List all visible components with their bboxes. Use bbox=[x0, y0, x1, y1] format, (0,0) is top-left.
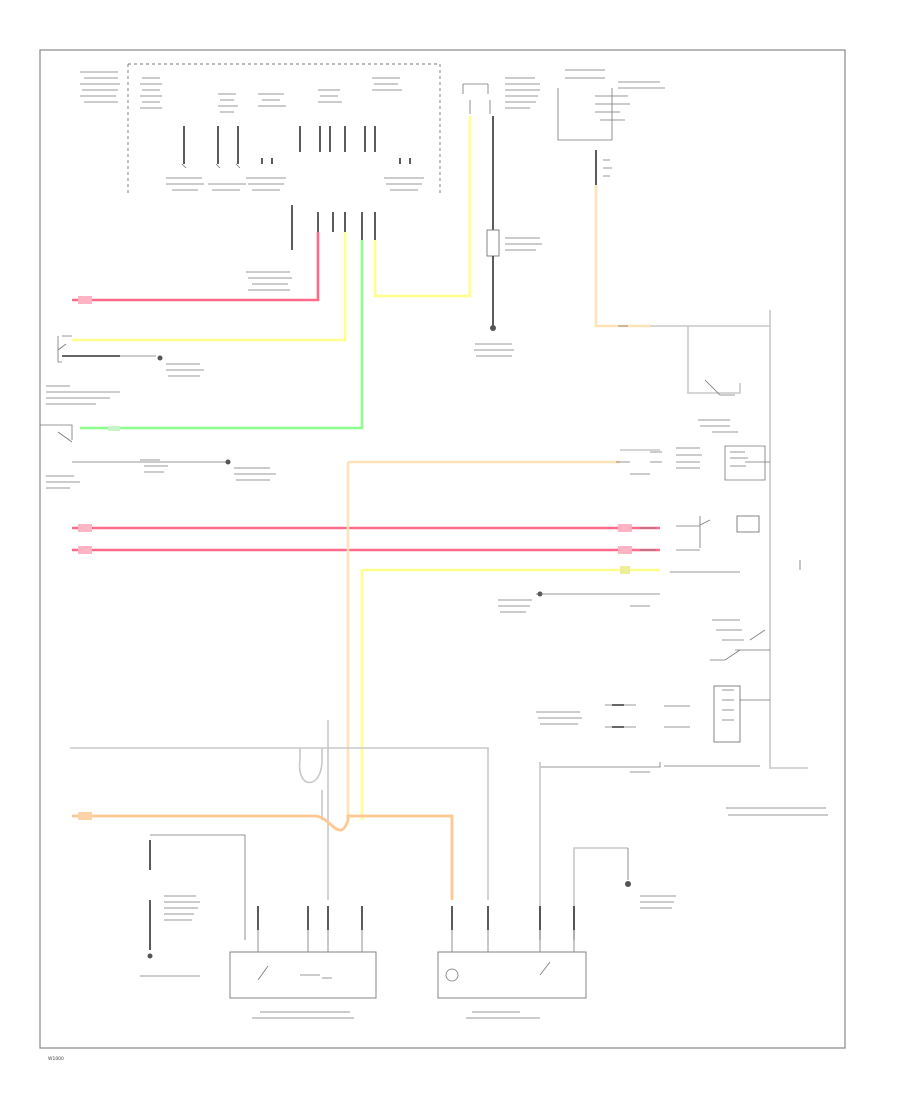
left-switches bbox=[40, 335, 276, 489]
wire-pink-module bbox=[72, 232, 320, 302]
wire-orange-top-right bbox=[594, 185, 650, 328]
diagram-frame bbox=[39, 49, 846, 1049]
connector-cluster bbox=[246, 205, 376, 291]
figure-code: W1000 bbox=[48, 1056, 64, 1062]
passenger-door-switch bbox=[229, 906, 377, 1019]
bottom-left-ground bbox=[140, 834, 246, 977]
wire-orange-bottom bbox=[72, 814, 454, 900]
right-side-module bbox=[698, 310, 828, 816]
wire-orange-middle bbox=[346, 460, 620, 820]
module-label-lines bbox=[80, 71, 402, 113]
connector-markers bbox=[78, 296, 632, 820]
top-left-module bbox=[80, 63, 441, 195]
wire-gray-upper bbox=[70, 747, 489, 900]
rear-door-switch bbox=[437, 906, 587, 1019]
top-right-relay bbox=[557, 69, 665, 185]
wire-yellow-left bbox=[72, 232, 347, 342]
bottom-right-ground bbox=[625, 848, 676, 909]
wire-yellow-center bbox=[373, 116, 472, 298]
wire-green bbox=[80, 240, 364, 430]
center-ground-circuit bbox=[462, 77, 542, 357]
wire-yellow-middle bbox=[360, 568, 660, 820]
